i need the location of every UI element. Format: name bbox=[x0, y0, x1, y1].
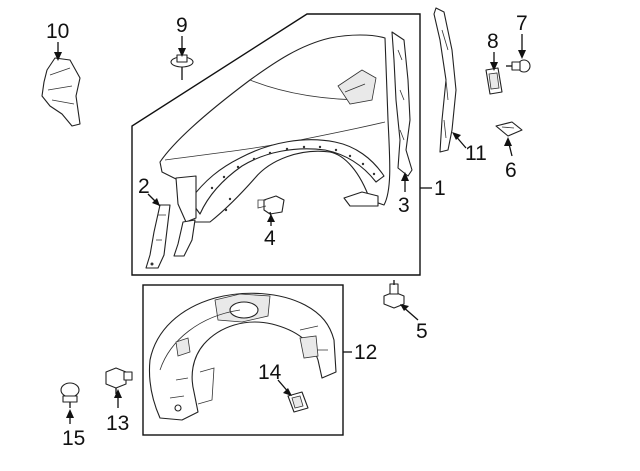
part-11-seal[interactable] bbox=[433, 7, 457, 153]
part-4-bolt[interactable] bbox=[257, 195, 285, 221]
callout-7: 7 bbox=[516, 12, 528, 35]
callout-11: 11 bbox=[465, 142, 487, 165]
arch-holes bbox=[210, 145, 376, 212]
leader-lines bbox=[54, 34, 526, 424]
part-14-clip[interactable] bbox=[287, 391, 309, 413]
callout-3: 3 bbox=[398, 194, 410, 217]
fender-group-box bbox=[131, 13, 421, 276]
callout-10: 10 bbox=[46, 20, 69, 43]
part-8-clip[interactable] bbox=[485, 67, 503, 95]
callout-14: 14 bbox=[258, 361, 282, 384]
part-5-bolt[interactable] bbox=[383, 280, 405, 309]
part-3-seal[interactable] bbox=[391, 31, 413, 177]
part-13-bolt[interactable] bbox=[105, 367, 133, 394]
wheel-liner-group-box bbox=[142, 284, 344, 436]
callout-15: 15 bbox=[62, 427, 85, 450]
part-12-liner[interactable] bbox=[148, 292, 337, 421]
callout-13: 13 bbox=[106, 412, 129, 435]
part-6-clip[interactable] bbox=[495, 121, 523, 137]
part-2-bracket[interactable] bbox=[145, 204, 196, 269]
callout-9: 9 bbox=[176, 14, 188, 37]
callout-12: 12 bbox=[354, 341, 377, 364]
callout-labels: 1 2 3 4 5 6 7 8 9 10 11 12 13 14 15 bbox=[46, 12, 528, 450]
part-10-insulator[interactable] bbox=[41, 57, 81, 127]
part-7-pin[interactable] bbox=[506, 59, 531, 73]
callout-2: 2 bbox=[138, 175, 150, 198]
callout-6: 6 bbox=[505, 159, 517, 182]
callout-5: 5 bbox=[416, 320, 428, 343]
callout-4: 4 bbox=[264, 227, 276, 250]
part-9-bolt[interactable] bbox=[170, 54, 194, 80]
part-15-pin[interactable] bbox=[60, 382, 80, 408]
callout-1: 1 bbox=[434, 177, 446, 200]
fender-panel[interactable] bbox=[159, 34, 391, 223]
callout-8: 8 bbox=[487, 30, 499, 53]
